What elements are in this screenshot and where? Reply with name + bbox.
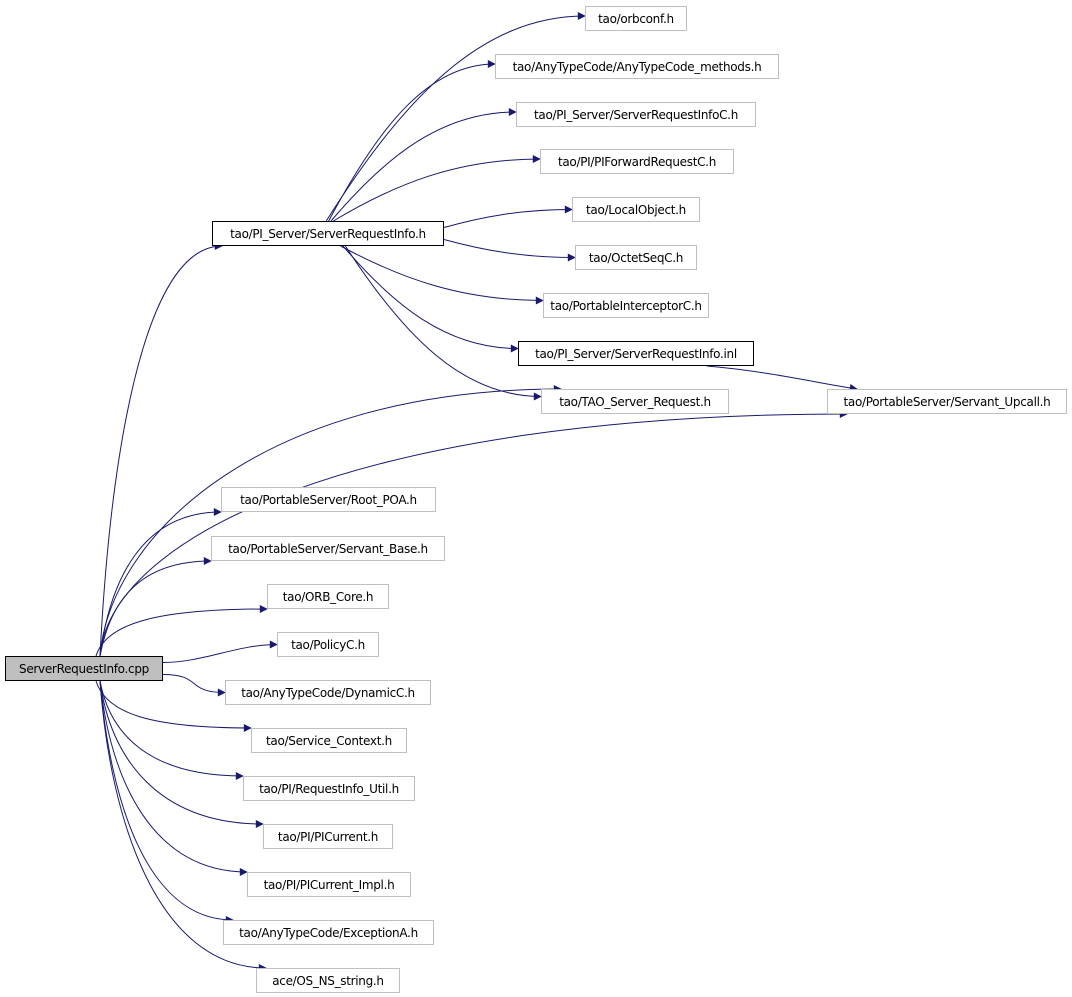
node-label: tao/PortableInterceptorC.h	[550, 298, 702, 313]
edge-root-to-requestinfo_util	[99, 680, 244, 780]
node-label: tao/orbconf.h	[598, 11, 674, 26]
edge-serverrequestinfo_h-to-serverrequestinfoc	[330, 108, 517, 222]
edge-serverrequestinfo_h-to-localobject	[443, 205, 573, 228]
node-label: tao/AnyTypeCode/ExceptionA.h	[239, 925, 418, 940]
node-tao-server-request[interactable]: tao/TAO_Server_Request.h	[541, 389, 729, 414]
node-os-ns-string[interactable]: ace/OS_NS_string.h	[256, 968, 400, 993]
node-serverrequestinfo-inl[interactable]: tao/PI_Server/ServerRequestInfo.inl	[518, 341, 754, 366]
edge-serverrequestinfo_h-to-tao_server_request	[344, 245, 542, 401]
node-picurrent-impl[interactable]: tao/PI/PICurrent_Impl.h	[247, 872, 411, 897]
node-label: tao/OctetSeqC.h	[588, 250, 684, 265]
node-octetseqc[interactable]: tao/OctetSeqC.h	[575, 245, 697, 270]
edge-root-to-servant_upcall	[99, 410, 848, 657]
node-label: tao/PI/PICurrent_Impl.h	[263, 877, 395, 892]
node-label: tao/PortableServer/Root_POA.h	[240, 492, 417, 507]
node-label: tao/TAO_Server_Request.h	[559, 394, 711, 409]
edge-root-to-serverrequestinfo_h	[99, 242, 223, 657]
edge-serverrequestinfo_h-to-piforwardrequestc	[333, 155, 541, 222]
node-label: tao/PortableServer/Servant_Base.h	[228, 541, 428, 556]
edge-root-to-policyc	[162, 640, 278, 663]
node-label: tao/AnyTypeCode/AnyTypeCode_methods.h	[512, 59, 762, 74]
node-dynamicc[interactable]: tao/AnyTypeCode/DynamicC.h	[225, 680, 431, 705]
node-orbconf[interactable]: tao/orbconf.h	[585, 6, 687, 31]
node-label: tao/PortableServer/Servant_Upcall.h	[843, 394, 1051, 409]
node-label: ServerRequestInfo.cpp	[19, 661, 149, 676]
node-label: tao/PI_Server/ServerRequestInfoC.h	[533, 107, 739, 122]
edge-serverrequestinfo_h-to-octetseqc	[443, 239, 576, 262]
node-label: tao/PI/RequestInfo_Util.h	[259, 781, 399, 796]
node-label: tao/AnyTypeCode/DynamicC.h	[241, 685, 415, 700]
node-portableinterceptorc[interactable]: tao/PortableInterceptorC.h	[543, 293, 709, 318]
node-servant-upcall[interactable]: tao/PortableServer/Servant_Upcall.h	[827, 389, 1067, 414]
node-picurrent[interactable]: tao/PI/PICurrent.h	[263, 824, 393, 849]
node-root-poa[interactable]: tao/PortableServer/Root_POA.h	[221, 487, 436, 512]
node-label: tao/PI/PICurrent.h	[277, 829, 379, 844]
node-localobject[interactable]: tao/LocalObject.h	[572, 197, 700, 222]
edge-root-to-tao_server_request	[99, 385, 562, 657]
node-label: tao/PI/PIForwardRequestC.h	[557, 154, 717, 169]
edge-root-to-dynamicc	[162, 674, 226, 697]
node-label: tao/LocalObject.h	[586, 202, 686, 217]
node-root: ServerRequestInfo.cpp	[5, 656, 163, 681]
node-label: tao/Service_Context.h	[266, 733, 392, 748]
node-piforwardrequestc[interactable]: tao/PI/PIForwardRequestC.h	[540, 149, 734, 174]
edge-root-to-root_poa	[99, 508, 222, 657]
edge-serverrequestinfo_inl-to-servant_upcall	[706, 365, 858, 392]
node-label: tao/PI_Server/ServerRequestInfo.inl	[535, 346, 737, 361]
edge-root-to-picurrent_impl	[99, 680, 248, 876]
node-servant-base[interactable]: tao/PortableServer/Servant_Base.h	[211, 536, 445, 561]
node-service-context[interactable]: tao/Service_Context.h	[251, 728, 407, 753]
node-label: tao/ORB_Core.h	[282, 589, 374, 604]
edge-root-to-orb_core	[95, 605, 268, 657]
node-label: tao/PI_Server/ServerRequestInfo.h	[230, 226, 426, 241]
edge-root-to-servant_base	[99, 557, 212, 657]
node-serverrequestinfoc[interactable]: tao/PI_Server/ServerRequestInfoC.h	[516, 102, 756, 127]
edge-root-to-os_ns_string	[99, 680, 267, 972]
node-serverrequestinfo-h[interactable]: tao/PI_Server/ServerRequestInfo.h	[212, 221, 444, 246]
node-exceptiona[interactable]: tao/AnyTypeCode/ExceptionA.h	[223, 920, 434, 945]
node-label: tao/PolicyC.h	[291, 637, 365, 652]
node-policyc[interactable]: tao/PolicyC.h	[277, 632, 379, 657]
edge-serverrequestinfo_h-to-anytypecode_methods	[328, 60, 496, 222]
node-anytypecode-methods[interactable]: tao/AnyTypeCode/AnyTypeCode_methods.h	[495, 54, 779, 79]
edge-root-to-picurrent	[99, 680, 264, 828]
edge-serverrequestinfo_h-to-portableinterceptorc	[340, 245, 544, 305]
node-orb-core[interactable]: tao/ORB_Core.h	[267, 584, 389, 609]
node-label: ace/OS_NS_string.h	[272, 973, 384, 988]
edge-serverrequestinfo_h-to-orbconf	[325, 12, 586, 222]
edge-serverrequestinfo_h-to-serverrequestinfo_inl	[342, 245, 519, 353]
node-requestinfo-util[interactable]: tao/PI/RequestInfo_Util.h	[243, 776, 415, 801]
edge-root-to-exceptiona	[99, 680, 234, 924]
